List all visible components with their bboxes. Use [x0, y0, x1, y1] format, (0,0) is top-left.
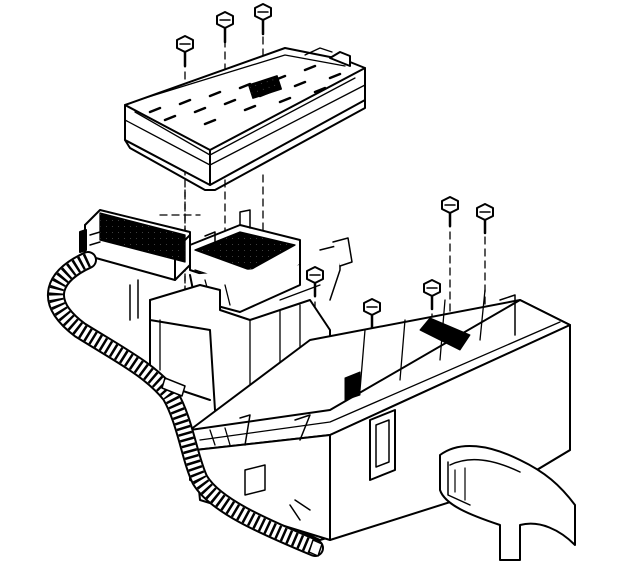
wiring-harness-connector [79, 209, 191, 281]
screw-7 [363, 298, 381, 330]
screw-1 [176, 35, 194, 68]
fuse-relay-block-cover [124, 47, 366, 191]
corrugated-wire-conduit [47, 251, 324, 557]
support-strap [439, 444, 576, 561]
screw-6 [306, 266, 324, 298]
screw-8 [423, 279, 441, 311]
screw-2 [216, 11, 234, 44]
screw-5 [476, 203, 494, 235]
screw-3 [254, 3, 272, 36]
screw-4 [441, 196, 459, 228]
